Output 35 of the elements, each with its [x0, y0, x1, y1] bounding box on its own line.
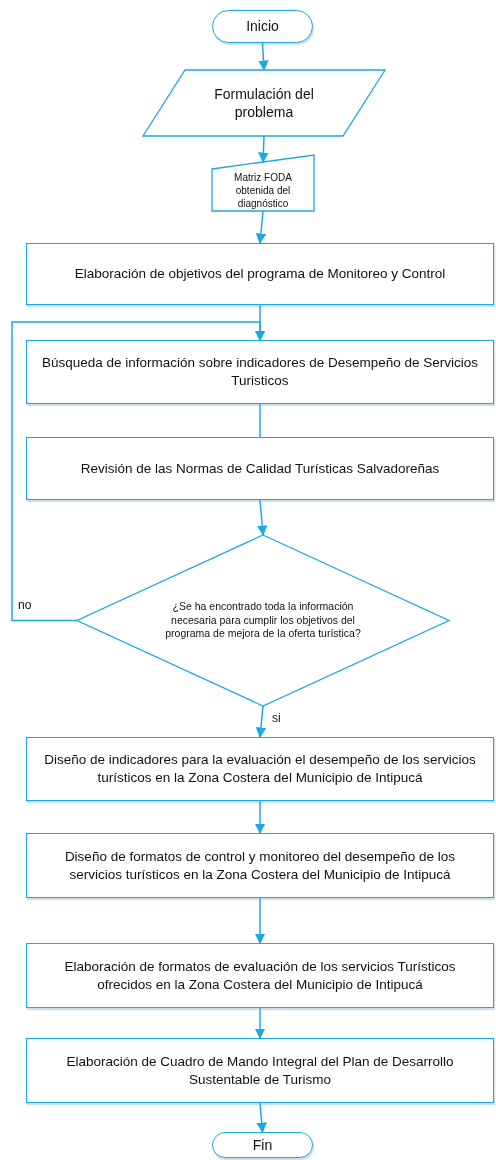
- node-text: Diseño de indicadores para la evaluación el desempeño de los servicios turísticos en la Zona Costera del Municipio de Intipucá: [43, 751, 477, 787]
- edge-label: si: [270, 711, 283, 725]
- node-text: ¿Se ha encontrado toda la información necesaria para cumplir los objetivos del programa de mejora de la oferta turística?: [164, 600, 362, 641]
- manual-input-shape: [212, 155, 314, 211]
- data-parallelogram: [143, 70, 385, 136]
- arrow: [255, 210, 267, 245]
- arrow: [254, 800, 266, 835]
- node-text: Elaboración de objetivos del programa de Monitoreo y Control: [74, 265, 446, 283]
- arrow: [256, 499, 268, 537]
- arrow: [256, 1102, 267, 1134]
- node-text: Diseño de formatos de control y monitoreo del desempeño de los servicios turísticos en la Zona Costera del Municipio de Intipucá: [63, 847, 457, 884]
- node-text: Formulación del problema: [213, 84, 315, 122]
- arrow: [254, 897, 266, 945]
- arrow: [255, 705, 267, 739]
- node-text: Inicio: [246, 17, 279, 36]
- process-box: [26, 737, 494, 801]
- terminal-shape: [212, 1132, 313, 1158]
- arrow: [258, 135, 269, 164]
- node-text: Revisión de las Normas de Calidad Turísticas Salvadoreñas: [80, 459, 440, 478]
- process-box: [26, 243, 494, 305]
- process-box: [26, 1038, 494, 1103]
- process-box: [26, 340, 494, 404]
- node-text: Elaboración de Cuadro de Mando Integral del Plan de Desarrollo Sustentable de Turismo: [65, 1052, 455, 1089]
- node-text: Búsqueda de información sobre indicadores de Desempeño de Servicios Turisticos: [41, 354, 479, 390]
- terminal-shape: [212, 10, 313, 43]
- arrow: [258, 42, 269, 72]
- arrow: [11, 321, 266, 622]
- decision-diamond: [77, 535, 449, 706]
- node-text: Fin: [252, 1135, 273, 1155]
- process-box: [26, 943, 494, 1008]
- node-text: Matriz FODA obtenida del diagnóstico: [233, 170, 293, 210]
- arrow: [254, 1007, 266, 1040]
- process-box: [26, 833, 494, 898]
- process-box: [26, 437, 494, 500]
- node-text: Elaboración de formatos de evaluación de los servicios Turísticos ofrecidos en la Zona Costera del Municipio de Intipucá: [63, 957, 457, 994]
